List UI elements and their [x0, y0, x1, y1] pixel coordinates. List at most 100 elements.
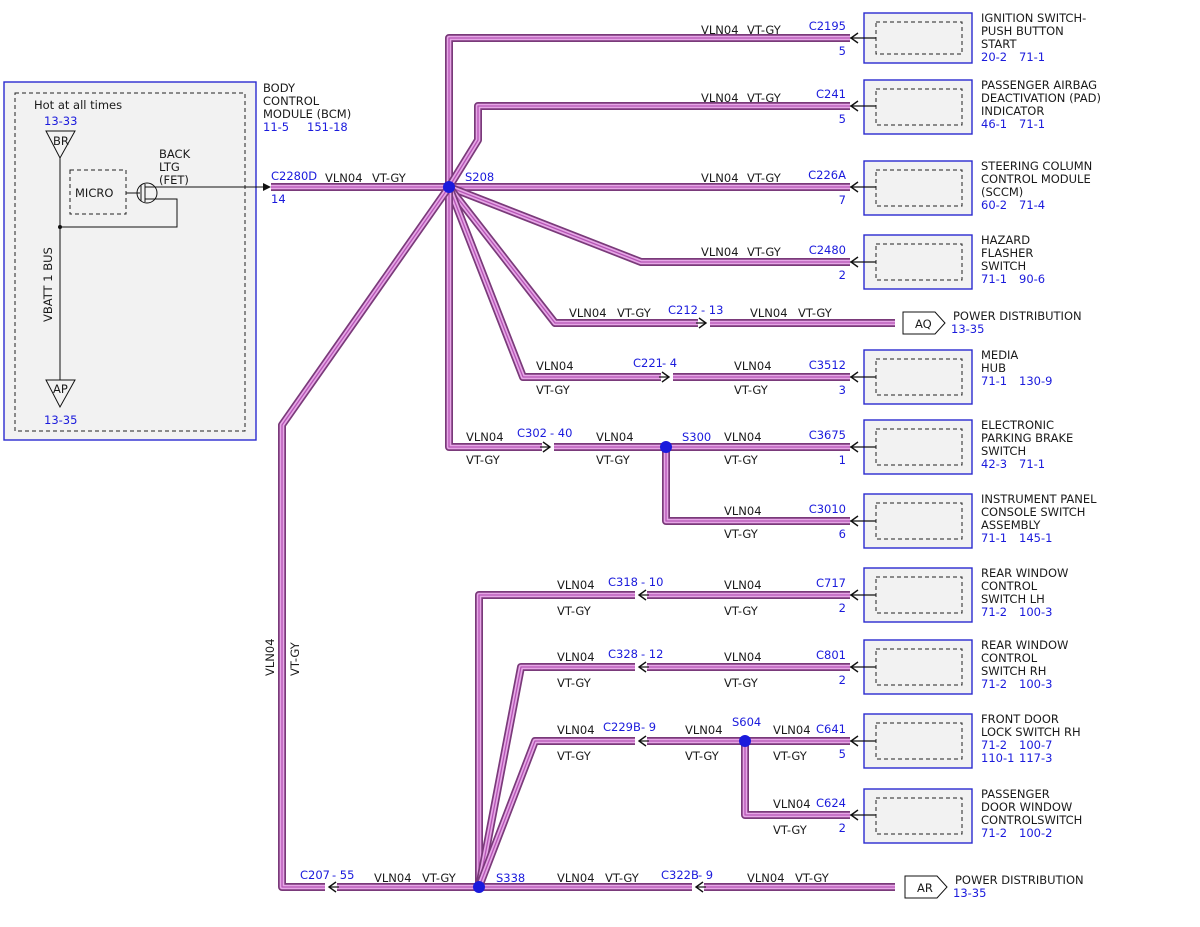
power-tag-ar[interactable]: AR POWER DISTRIBUTION 13-35	[904, 873, 1084, 900]
micro-label: MICRO	[75, 186, 113, 200]
inline-c302-pin: - 40	[550, 426, 572, 440]
component-name-line: HAZARD	[981, 233, 1030, 247]
bcm-name-3: MODULE (BCM)	[263, 107, 351, 121]
component-ref[interactable]: 100-3	[1019, 677, 1052, 691]
component-pin: 5	[839, 44, 846, 58]
component-ref[interactable]: 71-2	[981, 826, 1007, 840]
component-connector[interactable]: C801	[816, 648, 846, 662]
wire-harness	[271, 34, 895, 891]
splice-s208-label: S208	[465, 170, 494, 184]
component-ref[interactable]: 71-1	[981, 272, 1007, 286]
wire-label: VLN04	[750, 306, 788, 320]
component-ref[interactable]: 100-2	[1019, 826, 1052, 840]
bcm-connector[interactable]: C2280D	[271, 169, 317, 183]
wire-label: VLN04	[325, 171, 363, 185]
component-ref[interactable]: 71-2	[981, 605, 1007, 619]
wire-label: VLN04	[569, 306, 607, 320]
wire-label: VLN04	[734, 359, 772, 373]
inline-c207[interactable]: C207	[300, 868, 330, 882]
component-ref[interactable]: 130-9	[1019, 374, 1052, 388]
component-ref[interactable]: 145-1	[1019, 531, 1052, 545]
br-terminal	[45, 130, 76, 160]
component-ref[interactable]: 90-6	[1019, 272, 1045, 286]
wire-label: VT-GY	[747, 91, 782, 105]
component-connector[interactable]: C2195	[809, 19, 846, 33]
inline-c302[interactable]: C302	[517, 426, 547, 440]
component-connector[interactable]: C717	[816, 576, 846, 590]
wire-color-labels: VLN04 VT-GY VLN04 VT-GY VLN04 VT-GY VLN0…	[263, 23, 833, 885]
component-name-line: ASSEMBLY	[981, 518, 1041, 532]
splice-s604[interactable]	[739, 735, 751, 747]
ap-ref[interactable]: 13-35	[44, 413, 77, 427]
aq-ref: 13-35	[951, 322, 984, 336]
splice-s338[interactable]	[473, 881, 485, 893]
component-ref[interactable]: 71-1	[981, 374, 1007, 388]
component-ref[interactable]: 71-1	[1019, 117, 1045, 131]
component-ref[interactable]: 100-3	[1019, 605, 1052, 619]
back-ltg-label-1: BACK	[159, 147, 191, 161]
pin-arrow	[849, 809, 859, 821]
wire-label: VT-GY	[724, 453, 759, 467]
component-ref[interactable]: 71-4	[1019, 198, 1045, 212]
component-name-line: DEACTIVATION (PAD)	[981, 91, 1101, 105]
component-name-line: LOCK SWITCH RH	[981, 725, 1081, 739]
component-ref[interactable]: 46-1	[981, 117, 1007, 131]
component-name-line: SWITCH	[981, 444, 1026, 458]
wire-label: VT-GY	[422, 871, 457, 885]
splice-s300[interactable]	[660, 441, 672, 453]
hot-ref[interactable]: 13-33	[44, 114, 77, 128]
component-ref[interactable]: 117-3	[1019, 751, 1052, 765]
component-ref[interactable]: 100-7	[1019, 738, 1052, 752]
wire-label: VT-GY	[557, 604, 592, 618]
inline-c318[interactable]: C318	[608, 575, 638, 589]
component-ref[interactable]: 71-1	[1019, 50, 1045, 64]
component-connector[interactable]: C241	[816, 87, 846, 101]
component-pin: 7	[839, 193, 846, 207]
component-ref[interactable]: 71-2	[981, 677, 1007, 691]
component-connector[interactable]: C641	[816, 722, 846, 736]
component-connector[interactable]: C3512	[809, 358, 846, 372]
inline-c212[interactable]: C212	[668, 303, 698, 317]
wire-label: VLN04	[773, 797, 811, 811]
component-connector[interactable]: C226A	[808, 168, 846, 182]
component-box	[863, 419, 973, 475]
component-connector[interactable]: C3675	[809, 428, 846, 442]
component-ref[interactable]: 20-2	[981, 50, 1007, 64]
component-connector[interactable]: C2480	[809, 243, 846, 257]
component-inner-box	[875, 88, 963, 126]
inline-c229b[interactable]: C229B	[603, 720, 641, 734]
component-ref[interactable]: 71-1	[981, 531, 1007, 545]
inline-c328[interactable]: C328	[608, 647, 638, 661]
component-ref[interactable]: 110-1	[981, 751, 1014, 765]
bcm-ref-1[interactable]: 11-5	[263, 120, 289, 134]
pin-arrow	[849, 100, 859, 112]
inline-c322b[interactable]: C322B	[661, 868, 699, 882]
power-tag-aq[interactable]: AQ POWER DISTRIBUTION 13-35	[902, 309, 1082, 336]
wire-label: VLN04	[701, 245, 739, 259]
bcm-ref-2[interactable]: 151-18	[307, 120, 348, 134]
ap-label: AP	[53, 382, 68, 396]
component-ref[interactable]: 71-1	[1019, 457, 1045, 471]
component-connector[interactable]: C3010	[809, 502, 846, 516]
component-ref[interactable]: 42-3	[981, 457, 1007, 471]
component-connector[interactable]: C624	[816, 796, 846, 810]
component-ref[interactable]: 60-2	[981, 198, 1007, 212]
component-name-line: PASSENGER AIRBAG	[981, 78, 1097, 92]
inline-c221[interactable]: C221	[633, 356, 663, 370]
wire-segment	[478, 666, 850, 888]
component-ref[interactable]: 71-2	[981, 738, 1007, 752]
wire-label: VT-GY	[798, 306, 833, 320]
wire-label: VT-GY	[466, 453, 501, 467]
splice-s208[interactable]	[443, 181, 455, 193]
